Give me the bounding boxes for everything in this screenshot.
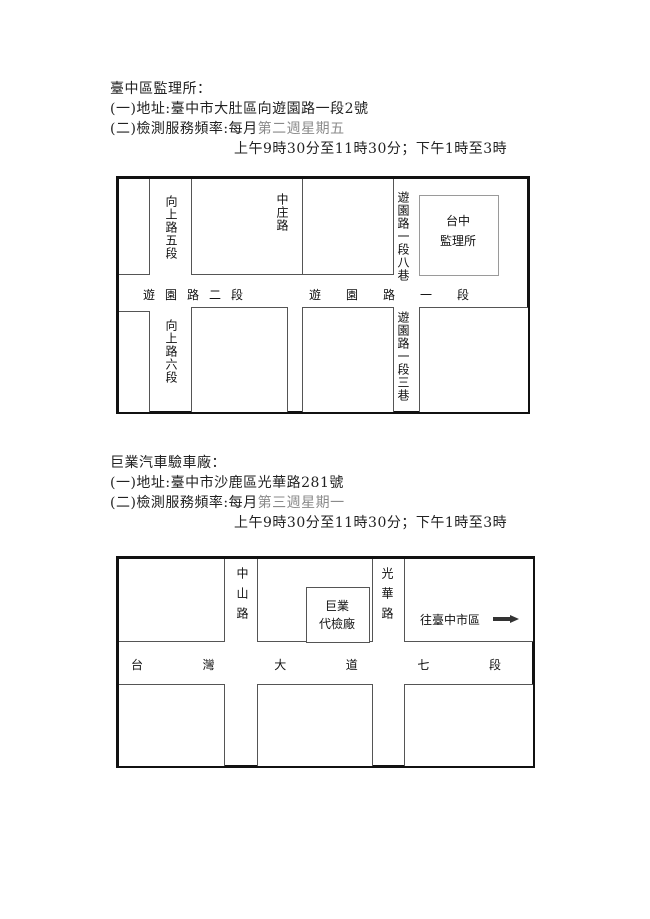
map1-block [119,311,150,412]
section1-address: (一)地址:臺中市大肚區向遊園路一段2號 [110,101,369,117]
map2-block [119,559,225,642]
map2-block-factory [306,587,370,643]
map1-block [302,307,394,412]
section1-title: 臺中區監理所： [110,81,212,97]
label-toward-taichung: 往臺中市區 [420,613,481,627]
map-taichung-office: 向上路五段 向上路六段 中庄路 遊園路一段八巷 遊園路一段三巷 遊園路二段 遊園… [116,176,530,414]
map1-block [419,307,528,412]
map1-block [191,179,303,275]
road-youyuan-2: 遊園路二段 [143,288,243,302]
map1-block [302,179,394,275]
section2-frequency-label: (二)檢測服務頻率:每月 [110,495,258,511]
section2-address: (一)地址:臺中市沙鹿區光華路281號 [110,475,344,491]
section2-title: 巨業汽車驗車廠： [110,455,226,471]
section1-hours: 上午9時30分至11時30分；下午1時至3時 [234,141,508,157]
label-juye-factory: 巨業 代檢廠 [318,599,355,631]
road-youyuan-lane-3: 遊園路一段三巷 [396,311,410,402]
road-youyuan-lane-8: 遊園路一段八巷 [396,191,410,282]
section2-frequency: (二)檢測服務頻率:每月第三週星期一 [110,492,345,512]
map2-block [404,559,533,642]
arrow-right-icon [493,615,519,623]
section1-frequency: (二)檢測服務頻率:每月第二週星期五 [110,118,345,138]
section1-frequency-day: 第二週星期五 [257,121,345,137]
section1-frequency-label: (二)檢測服務頻率:每月 [110,121,258,137]
map2-block [404,684,533,766]
map2-block [257,684,373,766]
map1-block [191,307,288,412]
map1-block [119,179,150,275]
map2-block [119,684,225,766]
road-youyuan-1: 遊園路一段 [309,288,469,302]
section2-hours: 上午9時30分至11時30分；下午1時至3時 [234,515,508,531]
road-xiangshang-5: 向上路五段 [164,195,178,260]
map-juye-factory: 中山路 光華路 巨業 代檢廠 往臺中市區 台灣大道七段 [116,556,535,768]
road-guanghua: 光華路 [380,567,394,627]
road-zhongshan: 中山路 [235,567,249,627]
map1-block-office [419,195,499,276]
road-xiangshang-6: 向上路六段 [164,319,178,384]
road-zhongzhuang: 中庄路 [275,193,289,232]
label-taichung-office: 台中 監理所 [439,214,476,248]
section2-frequency-day: 第三週星期一 [257,495,345,511]
road-taiwan-ave-7: 台灣大道七段 [131,658,501,672]
